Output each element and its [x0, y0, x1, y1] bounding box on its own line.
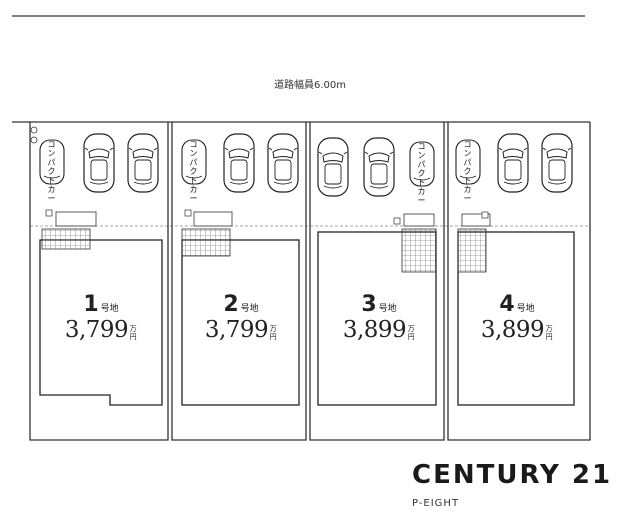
- lot-4-number: 4: [499, 292, 515, 317]
- road-width-label: 道路幅員6.00m: [273, 80, 346, 91]
- lot-2-unit: 万円: [269, 324, 277, 341]
- lot-2-number: 2: [223, 292, 239, 317]
- meter-boxes: [45, 209, 489, 225]
- lot-2-price: 3,799: [204, 317, 269, 343]
- lot-4-unit: 万円: [545, 324, 553, 341]
- lot-1-number: 1: [83, 292, 99, 317]
- lot-1-unit: 万円: [129, 324, 137, 341]
- brand-office-name: P-EIGHT: [412, 498, 460, 509]
- entrance-areas: [41, 228, 487, 273]
- lot-1-suffix: 号地: [100, 304, 119, 314]
- lot-2-suffix: 号地: [240, 304, 259, 314]
- compact-car-label-2: コンパクトカー: [189, 140, 198, 203]
- lot-1-price: 3,799: [64, 317, 129, 343]
- building-lot-1: [39, 239, 163, 406]
- lot-3-unit: 万円: [407, 324, 415, 341]
- lot-3-number: 3: [361, 292, 377, 317]
- building-lot-2: [181, 239, 300, 406]
- compact-car-label-4: コンパクトカー: [463, 140, 472, 203]
- lot-4-suffix: 号地: [516, 304, 535, 314]
- lot-boundaries: [29, 122, 591, 441]
- compact-car-label-3: コンパクトカー: [417, 142, 426, 205]
- compact-car-label-1: コンパクトカー: [47, 140, 56, 203]
- lot-4-price: 3,899: [480, 317, 545, 343]
- lot-3-suffix: 号地: [378, 304, 397, 314]
- entrance-steps: [55, 211, 491, 227]
- lot-3-price: 3,899: [342, 317, 407, 343]
- brand-logo-text: CENTURY 21: [412, 460, 613, 490]
- pole-markers: [30, 126, 38, 144]
